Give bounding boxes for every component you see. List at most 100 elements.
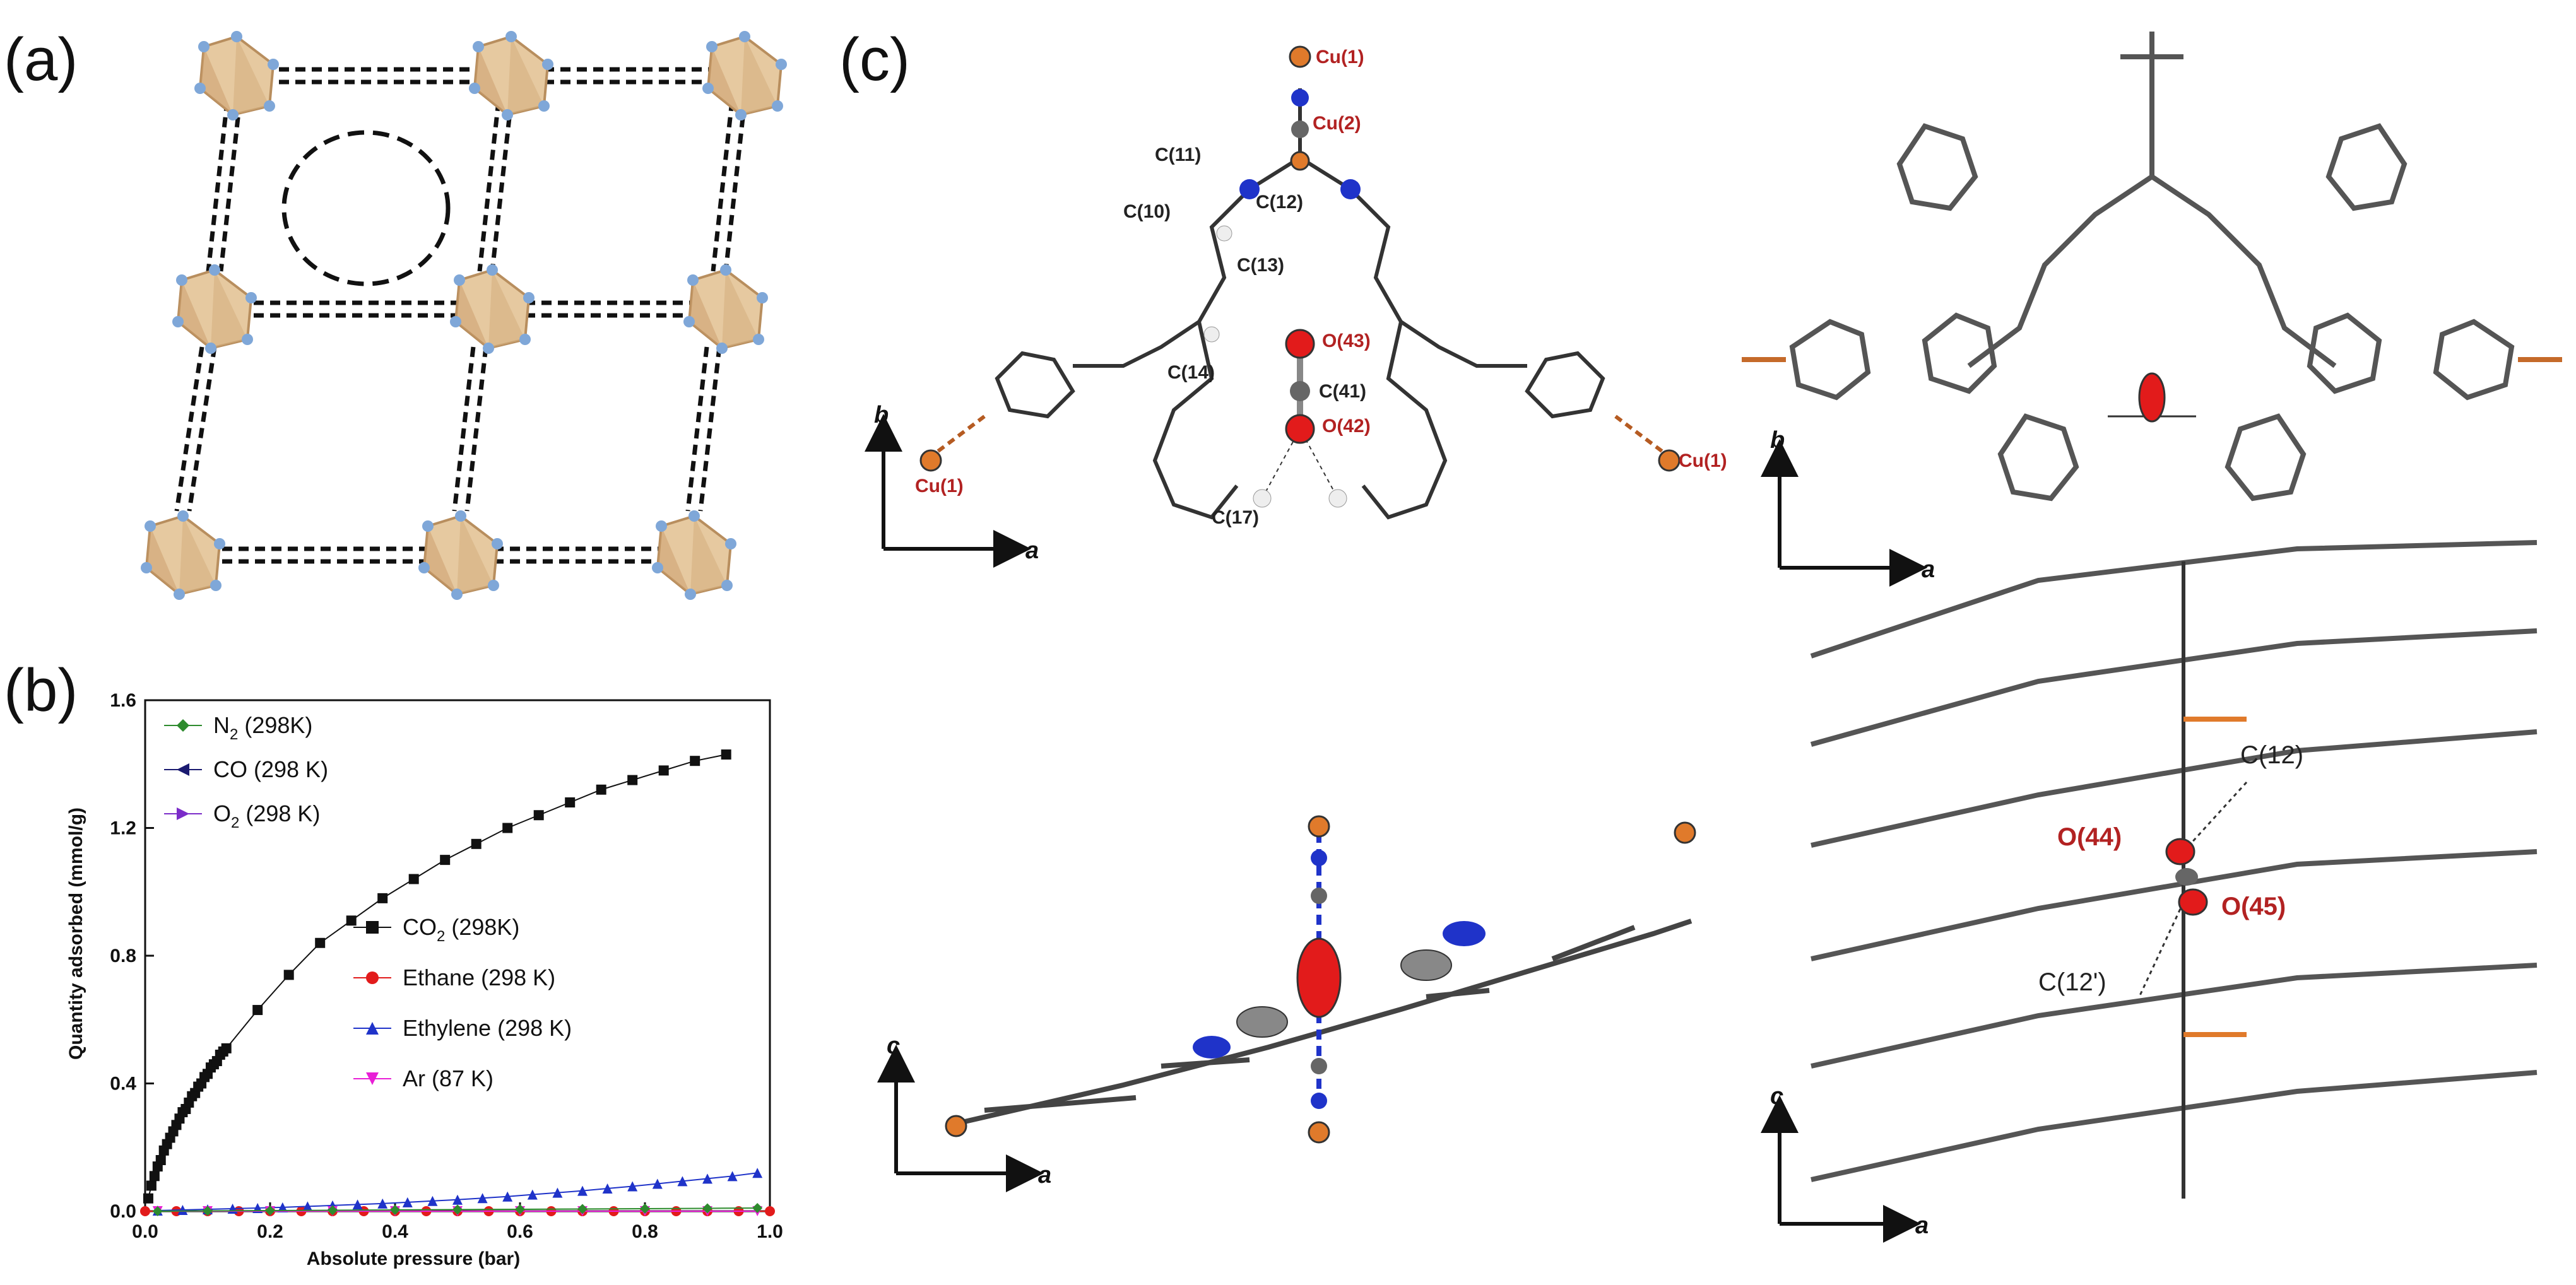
x-tick-label: 0.8 [632,1221,658,1242]
framework-diagram [139,30,788,601]
data-point [328,1205,338,1216]
data-point [452,1194,463,1205]
data-point [552,1187,563,1198]
data-point [727,1171,738,1182]
view-bottom-right [1810,540,2538,1199]
y-tick-label: 0.8 [110,946,136,966]
data-point [221,1043,232,1053]
crystal-structure-views: Cu(1) Cu(2) Cu(1) O(43) O(42) Cu(1) C(11… [865,32,2562,1243]
data-point [346,915,357,926]
legend-marker [177,719,189,732]
data-point [640,1203,650,1214]
axes-top-left [865,414,1031,568]
axes-bottom-left [877,1045,1044,1192]
data-point [352,1199,363,1210]
axes-bottom-right [1761,1095,1921,1243]
legend-label: CO (298 K) [213,756,328,782]
atoms-bottom-right [2165,838,2208,916]
data-point [471,838,482,849]
legend-marker [177,763,189,776]
legend-marker [366,971,379,984]
panel-label-a: (a) [4,26,78,93]
label-c12-prime: C(12') [2038,968,2106,996]
label-cu1-top: Cu(1) [1316,47,1364,67]
label-c11: C(11) [1155,144,1201,165]
data-point [533,810,544,821]
atoms-bottom-left [945,815,1696,1144]
data-point [140,1206,150,1216]
data-point [427,1195,438,1206]
data-point [452,1204,463,1215]
labels-top-left: Cu(1) Cu(2) Cu(1) O(43) O(42) Cu(1) C(11… [915,47,1727,528]
label-o42: O(42) [1322,416,1371,437]
data-point [627,1181,638,1192]
label-c14: C(14) [1167,362,1215,383]
axis-a-top-left: a [1025,537,1039,564]
axis-b-top-left: b [874,402,889,428]
label-c41: C(41) [1319,381,1366,402]
data-point [515,1204,525,1214]
legend-label: Ar (87 K) [403,1065,493,1091]
data-point [283,970,294,980]
legend-marker [366,1022,379,1035]
data-point [602,1183,613,1194]
label-c10: C(10) [1123,201,1171,222]
label-c13: C(13) [1237,255,1284,276]
data-point [477,1193,488,1204]
axis-c-bottom-right: c [1770,1083,1783,1110]
data-point [440,855,451,865]
data-point [721,749,731,760]
y-tick-label: 0.0 [110,1201,136,1222]
data-point [377,1198,388,1209]
axis-a-bottom-left: a [1038,1162,1051,1188]
legend-marker [177,807,189,820]
label-cu2: Cu(2) [1313,113,1361,134]
data-point [690,756,700,766]
data-point [408,874,419,884]
legend-label: CO2 (298K) [403,914,519,945]
data-point [265,1205,275,1216]
y-tick-label: 1.2 [110,818,136,839]
data-point [152,1206,163,1216]
data-point [752,1168,763,1178]
axes-top-right [1761,439,1927,587]
axis-b-top-right: b [1770,427,1785,454]
data-point [658,765,669,776]
axis-c-bottom-left: c [887,1033,900,1059]
legend-label: N2 (298K) [213,712,312,743]
data-point [752,1202,763,1213]
data-point [652,1178,663,1189]
atoms-top-left [919,45,1681,508]
data-point [302,1201,313,1212]
x-tick-label: 0.0 [132,1221,158,1242]
data-point [143,1193,153,1204]
chart-xlabel: Absolute pressure (bar) [307,1248,520,1269]
x-tick-label: 0.6 [507,1221,533,1242]
data-point [149,1171,160,1182]
panel-label-b: (b) [4,657,78,724]
legend-label: Ethane (298 K) [403,965,555,990]
label-c17: C(17) [1212,507,1259,528]
legend-marker [366,1072,379,1085]
co2-top-right [2138,372,2166,423]
data-point [577,1204,588,1214]
data-point [627,775,638,785]
data-point [577,1185,588,1196]
data-point [502,823,513,833]
legend-label: O2 (298 K) [213,801,320,831]
data-point [502,1191,513,1202]
x-tick-label: 0.2 [257,1221,283,1242]
label-c12: C(12) [1256,192,1303,213]
view-top-right [1742,32,2562,502]
data-point [527,1189,538,1200]
data-point [765,1206,775,1216]
data-point [203,1206,213,1216]
label-cu1-left: Cu(1) [915,476,964,496]
labels-bottom-right: O(44) O(45) C(12) C(12') [2038,741,2303,996]
data-point [402,1197,413,1207]
data-point [390,1204,400,1215]
label-o44: O(44) [2057,823,2122,851]
label-o45: O(45) [2221,893,2286,920]
label-cu1-right: Cu(1) [1679,450,1727,471]
